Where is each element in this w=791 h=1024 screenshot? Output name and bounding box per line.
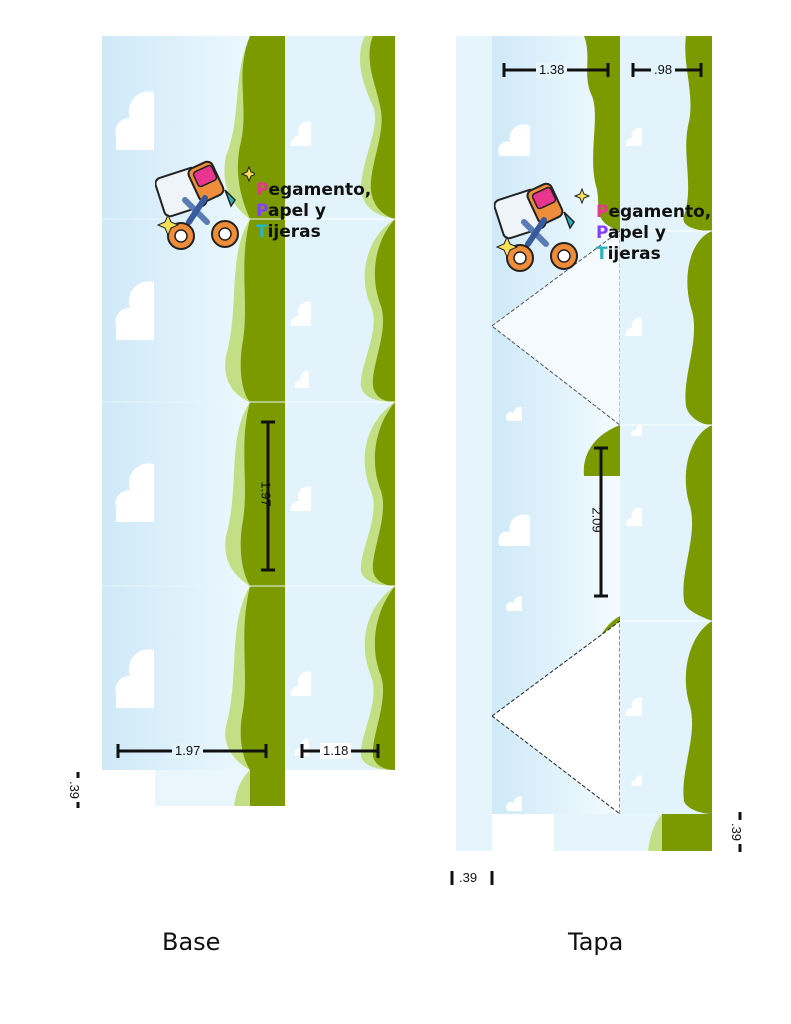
tapa-flap-right-dimension: .39: [728, 810, 750, 854]
logo-text-tapa: Pegamento, Papel y Tijeras: [596, 202, 711, 265]
tapa-panel-col1: [492, 36, 620, 814]
logo-tapa-line-2: Papel y: [596, 223, 711, 244]
base-horizontal-dimension-2-label: 1.18: [320, 743, 352, 759]
logo-tapa-line-2-rest: apel y: [608, 223, 667, 243]
tapa-horizontal-dimension-1: 1.38: [502, 61, 610, 79]
logo-tapa-line-1-rest: egamento,: [608, 202, 712, 222]
logo-tapa-line-2-initial: P: [596, 223, 609, 243]
logo-tapa-line-3-rest: ijeras: [607, 244, 661, 264]
base-flap-dimension-label: .39: [66, 777, 83, 803]
tapa-flap-bottom-dimension: .39: [450, 869, 494, 887]
base-panel-col1: [102, 36, 285, 770]
logo-icon-base: [154, 160, 258, 255]
logo-line-3: Tijeras: [256, 222, 371, 243]
base-panel-col2: [285, 36, 395, 770]
logo-line-1-initial: P: [256, 180, 269, 200]
logo-tapa-line-1: Pegamento,: [596, 202, 711, 223]
logo-icon-tapa: [493, 182, 594, 277]
logo-line-1-rest: egamento,: [268, 180, 372, 200]
tapa-panel-col2: [620, 36, 712, 814]
base-horizontal-dimension-2: 1.18: [300, 742, 380, 760]
logo-line-2-initial: P: [256, 201, 269, 221]
logo-line-1: Pegamento,: [256, 180, 371, 201]
base-vertical-dimension-label: 1.97: [258, 481, 274, 507]
tapa-bottom-flap: [492, 814, 712, 851]
logo-line-2: Papel y: [256, 201, 371, 222]
tapa-horizontal-dimension-1-label: 1.38: [536, 62, 568, 78]
tapa-flap-right-dimension-label: .39: [728, 819, 745, 845]
base-flap: [102, 770, 285, 806]
caption-tapa: Tapa: [568, 928, 624, 956]
tapa-vertical-dimension: 2.09: [589, 446, 611, 598]
tapa-vertical-dimension-label: 2.09: [589, 507, 605, 533]
logo-line-2-rest: apel y: [268, 201, 327, 221]
base-flap-dimension: .39: [66, 770, 88, 810]
tapa-left-flap: [456, 36, 492, 851]
tapa-flap-bottom-dimension-label: .39: [456, 870, 481, 886]
base-vertical-dimension: 1.97: [258, 420, 278, 572]
logo-line-3-initial: T: [256, 222, 268, 242]
logo-tapa-line-3-initial: T: [596, 244, 608, 264]
logo-tapa-line-3: Tijeras: [596, 244, 711, 265]
caption-base: Base: [162, 928, 221, 956]
tapa-horizontal-dimension-2-label: .98: [651, 62, 676, 78]
base-horizontal-dimension-1-label: 1.97: [172, 743, 204, 759]
logo-text-base: Pegamento, Papel y Tijeras: [256, 180, 371, 243]
base-horizontal-dimension-1: 1.97: [116, 742, 268, 760]
logo-tapa-line-1-initial: P: [596, 202, 609, 222]
tapa-horizontal-dimension-2: .98: [631, 61, 703, 79]
logo-line-3-rest: ijeras: [267, 222, 321, 242]
